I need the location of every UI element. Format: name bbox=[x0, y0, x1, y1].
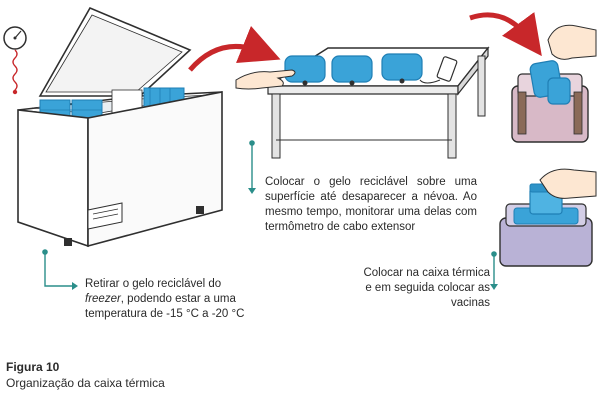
caption-surface: Colocar o gelo reciclável sobre uma supe… bbox=[265, 176, 477, 233]
cable-thermometer-icon bbox=[419, 56, 458, 84]
leader-line-table bbox=[248, 140, 256, 194]
thermometer-gauge-icon bbox=[3, 26, 27, 95]
cool-box-with-ice bbox=[511, 24, 597, 143]
caption-freezer-line3: temperatura de -15 °C a -20 °C bbox=[85, 308, 245, 320]
caption-freezer: Retirar o gelo reciclável do freezer, po… bbox=[85, 277, 285, 322]
caption-freezer-line1: Retirar o gelo reciclável do bbox=[85, 278, 222, 290]
chest-freezer bbox=[3, 6, 223, 248]
hand-illustration bbox=[547, 24, 597, 60]
hand-illustration bbox=[539, 168, 597, 199]
cool-box-with-vaccines bbox=[499, 168, 597, 267]
leader-line-box bbox=[490, 251, 498, 290]
figure-number: Figura 10 bbox=[6, 360, 60, 374]
caption-freezer-italic: freezer bbox=[85, 293, 121, 305]
caption-cool-box: Colocar na caixa térmica e em seguida co… bbox=[363, 267, 490, 309]
hand-illustration bbox=[235, 69, 296, 90]
table-with-ice-packs bbox=[235, 46, 490, 159]
leader-line-freezer bbox=[42, 249, 78, 290]
flow-arrow-1 bbox=[188, 25, 281, 72]
figure-caption: Organização da caixa térmica bbox=[6, 376, 165, 390]
caption-freezer-line2: , podendo estar a uma bbox=[120, 293, 236, 305]
flow-arrow-2 bbox=[469, 12, 542, 57]
